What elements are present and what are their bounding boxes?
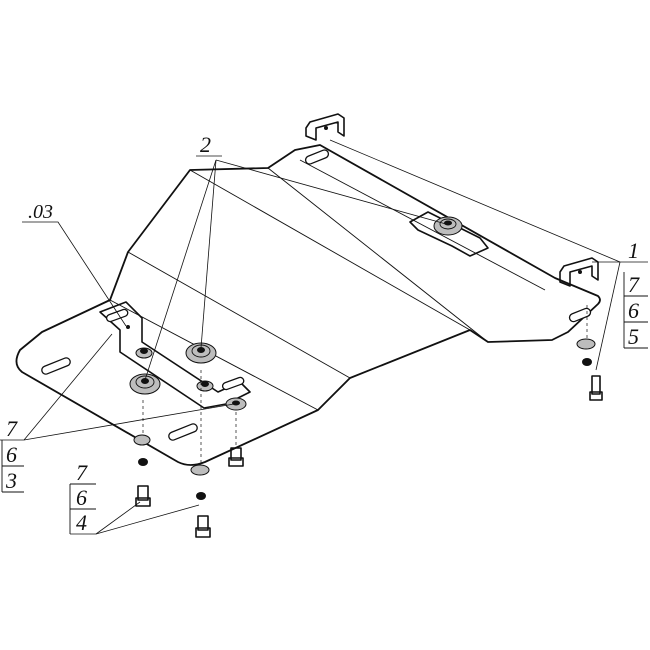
left-stack-3: 3: [5, 468, 17, 493]
bolt-rear-right: [576, 338, 603, 401]
mounting-slots: [41, 149, 592, 441]
left-stack-6: 6: [6, 442, 17, 467]
bottom-stack-4: 4: [76, 510, 87, 535]
bolt-front: [228, 447, 244, 467]
washer-front: [225, 397, 247, 411]
left-stack-7: 7: [6, 416, 18, 441]
assembly-axes: [142, 305, 588, 466]
bottom-stack-7: 7: [76, 460, 88, 485]
right-stack-1: 1: [628, 238, 639, 263]
rubber-nut-front: [185, 342, 217, 364]
rear-bracket-left: [305, 113, 345, 141]
callout-2: 2: [200, 132, 211, 157]
skid-plate: [15, 144, 601, 466]
rear-center-bracket: [409, 211, 489, 257]
rubber-nut-rear: [129, 373, 161, 395]
washer-set-left: [133, 434, 151, 466]
right-stack-6: 6: [628, 298, 639, 323]
bolt-center: [190, 464, 211, 538]
right-stack-5: 5: [628, 324, 639, 349]
stack-dividers: [1, 272, 648, 534]
callout-03: .03: [28, 201, 53, 223]
rear-bracket-right: [559, 257, 599, 287]
leader-lines: [0, 139, 648, 535]
right-stack-7: 7: [628, 272, 640, 297]
bolt-left: [135, 485, 151, 507]
bottom-stack-6: 6: [76, 485, 87, 510]
